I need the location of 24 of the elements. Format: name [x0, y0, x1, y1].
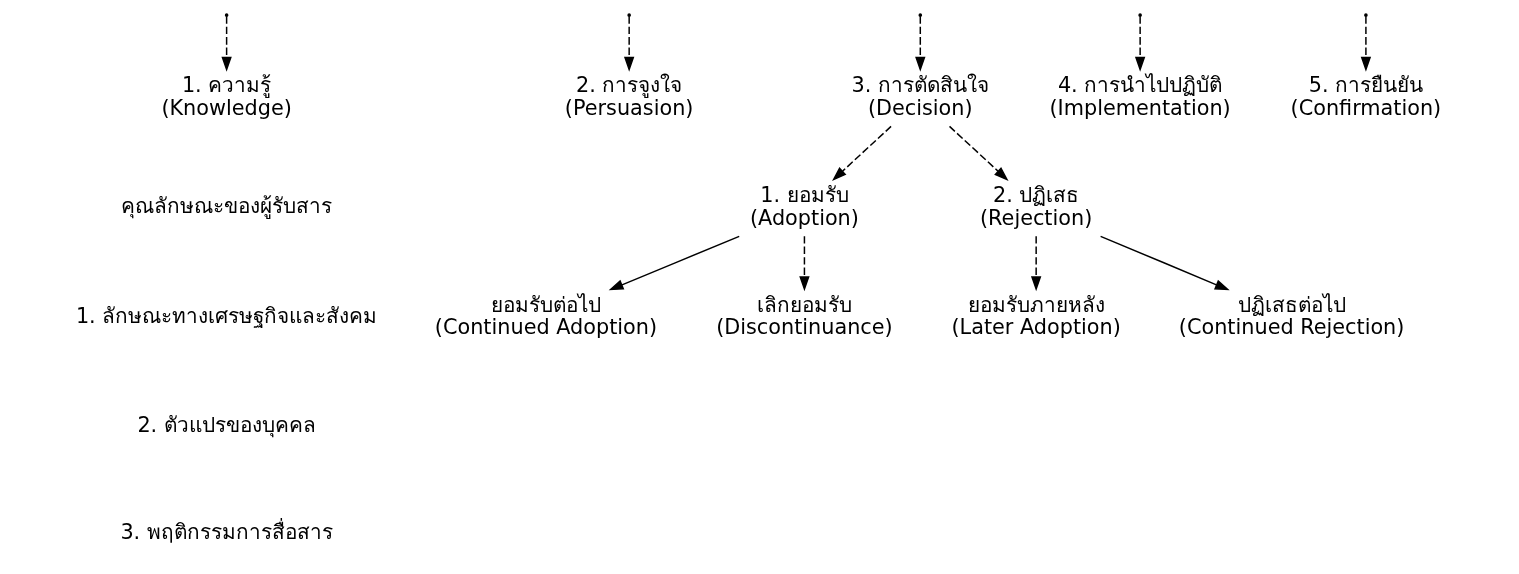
arrow: [948, 125, 1009, 181]
node-text: 2. ปฏิเสธ (Rejection): [980, 183, 1093, 230]
node-text: 1. ยอมรับ (Adoption): [749, 183, 859, 230]
node-text: 4. การนำไปปฏิบัติ (Implementation): [1049, 73, 1231, 120]
node-text: ยอมรับต่อไป (Continued Adoption): [434, 293, 658, 340]
node-text: 1. ความรู้ (Knowledge): [161, 73, 292, 120]
label: 2. ตัวแปรของบุคคล: [137, 412, 316, 437]
arrow: [915, 15, 926, 72]
node-text: 2. การจูงใจ (Persuasion): [564, 73, 694, 120]
arrow: [1099, 235, 1230, 291]
arrow: [623, 15, 635, 72]
arrow: [832, 125, 892, 181]
label: 1. ลักษณะทางเศรษฐกิจและสังคม: [75, 304, 378, 329]
arrow: [799, 235, 810, 292]
label: คุณลักษณะของผู้รับสาร: [121, 194, 333, 219]
arrow: [221, 15, 232, 72]
node-text: 5. การยืนยัน (Confirmation): [1290, 73, 1442, 120]
label: 3. พฤติกรรมการสื่อสาร: [120, 519, 333, 544]
node-text: เลิกยอมรับ (Discontinuance): [716, 293, 893, 340]
arrow: [1030, 235, 1042, 292]
node-text: ยอมรับภายหลัง (Later Adoption): [951, 293, 1121, 340]
node-text: ปฏิเสธต่อไป (Continued Rejection): [1178, 293, 1405, 340]
arrow: [608, 235, 740, 291]
node-text: 3. การตัดสินใจ (Decision): [851, 73, 990, 120]
